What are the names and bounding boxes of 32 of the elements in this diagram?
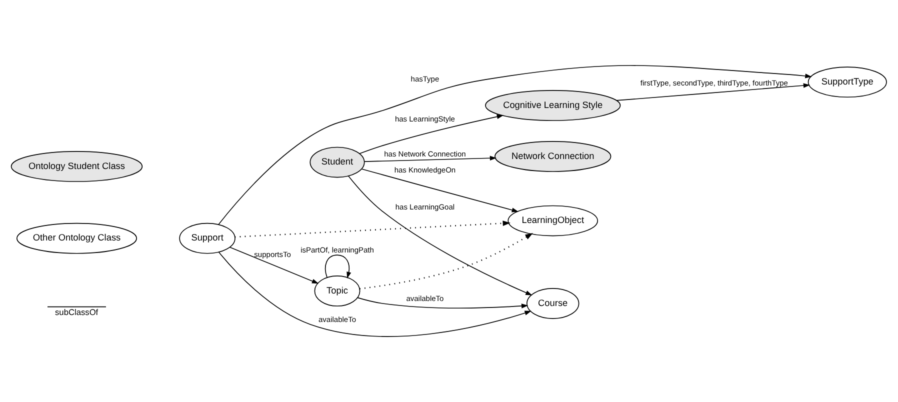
node-ellipse: Network Connection xyxy=(494,140,612,172)
node-ellipse: Other Ontology Class xyxy=(16,222,137,254)
arrow xyxy=(616,83,810,101)
node-ellipse: LearningObject xyxy=(508,205,598,236)
node-ellipse: Course xyxy=(526,288,580,319)
edge-label: has LearningGoal xyxy=(395,202,455,212)
edge-label: has KnowledgeOn xyxy=(394,165,456,174)
node-ellipse: Topic xyxy=(314,276,360,306)
arrow xyxy=(229,246,319,284)
arrow xyxy=(364,156,497,162)
arrow xyxy=(359,114,504,154)
arrow xyxy=(324,254,352,279)
arrow xyxy=(218,65,812,225)
arrow xyxy=(218,252,532,337)
arrow xyxy=(357,297,528,308)
arrow xyxy=(360,233,533,290)
edge-label: supportsTo xyxy=(254,250,291,259)
edge-label: hasType xyxy=(410,74,440,84)
edge-label: firstType, secondType, thirdType, fourthType xyxy=(640,78,788,88)
arrow xyxy=(234,220,510,238)
node-ellipse: SupportType xyxy=(808,66,887,98)
edge-label: isPartOf, learningPath xyxy=(300,246,374,255)
legend-label: subClassOf xyxy=(55,307,98,318)
arrow xyxy=(361,168,519,212)
edge-label: has Network Connection xyxy=(384,150,466,159)
edge-label: has LearningStyle xyxy=(394,114,455,124)
node-ellipse: Student xyxy=(310,146,365,178)
edge-label: availableTo xyxy=(318,315,356,324)
edge-label: availableTo xyxy=(406,294,444,304)
arrow xyxy=(348,176,532,296)
node-ellipse: Support xyxy=(179,222,236,254)
node-ellipse: Ontology Student Class xyxy=(10,151,143,182)
